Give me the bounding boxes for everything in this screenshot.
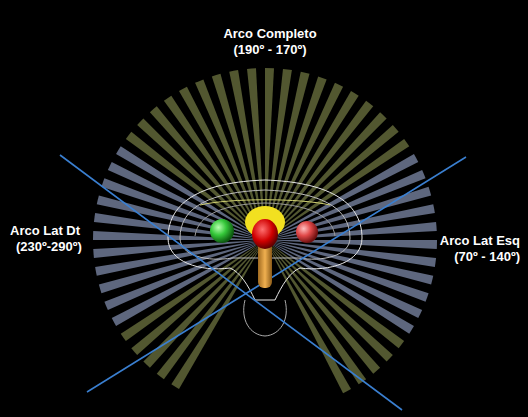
beam-wedge xyxy=(93,231,265,240)
red-sphere xyxy=(296,221,318,243)
beam-wedge xyxy=(93,240,265,258)
target-structures xyxy=(210,206,318,288)
beam-wedge xyxy=(265,240,366,384)
beam-arc-label: (230º-290º) xyxy=(14,239,84,255)
beam-wedge xyxy=(265,125,399,240)
beam-arc-label: Arco Lat Esq xyxy=(438,233,522,249)
beam-arc-label: Arco Completo xyxy=(221,26,318,42)
beam-wedge xyxy=(265,222,437,240)
beam-wedge xyxy=(265,240,380,374)
blue-sector-lines xyxy=(60,155,466,410)
beam-arc-label: (70º - 140º) xyxy=(452,249,522,265)
beam-arc-label: Arco Lat Dt xyxy=(8,223,82,239)
beam-wedge xyxy=(265,240,422,318)
green-sphere xyxy=(210,219,234,243)
beam-arc-label: (190º - 170º) xyxy=(231,42,308,58)
beam-wedge xyxy=(265,240,437,249)
beam-fan xyxy=(93,68,437,393)
